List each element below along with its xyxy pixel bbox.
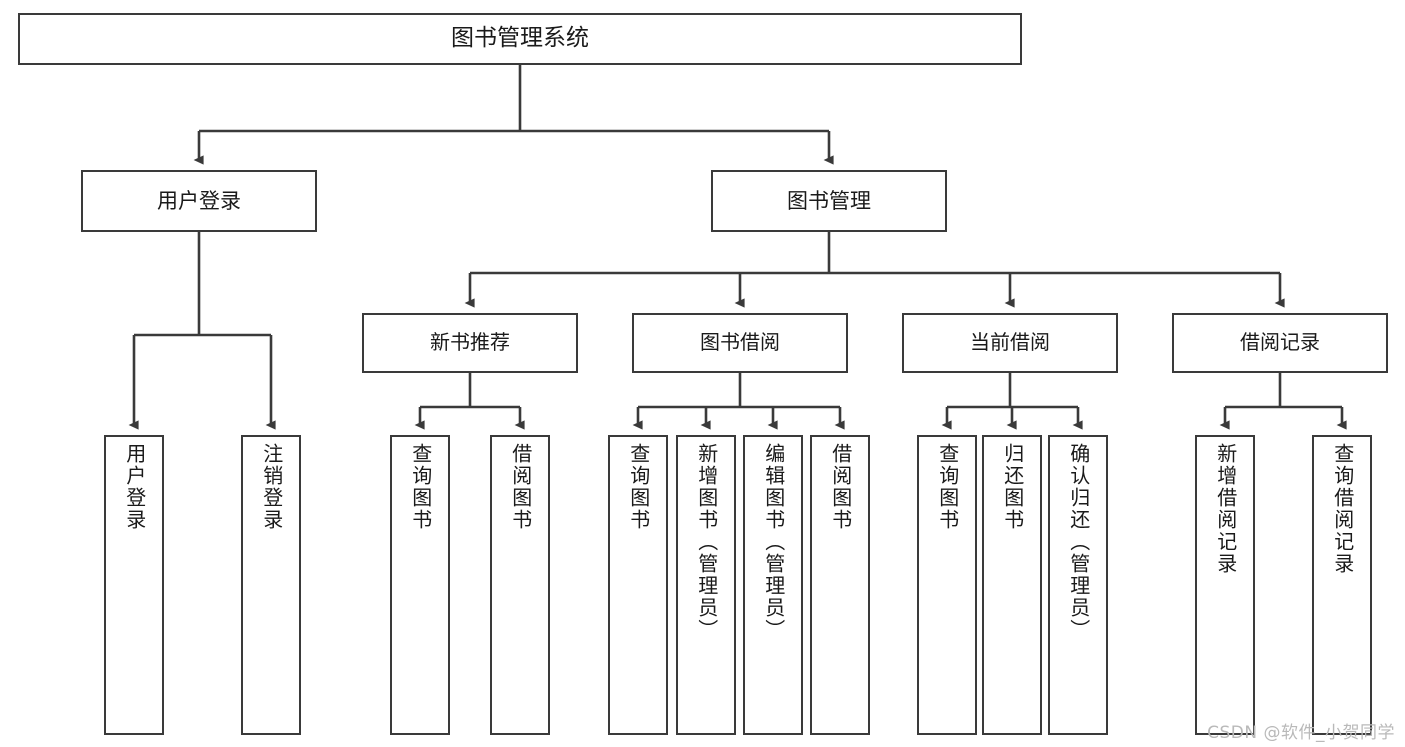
node-label: 新增借阅记录 <box>1213 443 1238 575</box>
node-current-borrow[interactable]: 当前借阅 <box>902 313 1118 373</box>
node-label: 编辑图书（管理员） <box>761 443 786 641</box>
node-label: 用户登录 <box>122 443 147 531</box>
node-label: 图书借阅 <box>700 330 780 355</box>
node-label: 查询图书 <box>935 443 960 531</box>
node-label: 查询图书 <box>626 443 651 531</box>
leaf-borrow-book[interactable]: 借阅图书 <box>810 435 870 735</box>
node-new-book-recommend[interactable]: 新书推荐 <box>362 313 578 373</box>
node-label: 用户登录 <box>157 188 241 213</box>
leaf-edit-book-admin[interactable]: 编辑图书（管理员） <box>743 435 803 735</box>
csdn-watermark: CSDN @软件_小贺同学 <box>1207 723 1395 743</box>
node-label: 查询借阅记录 <box>1330 443 1355 575</box>
node-label: 新增图书（管理员） <box>694 443 719 641</box>
node-label: 借阅图书 <box>508 443 533 531</box>
node-label: 图书管理 <box>787 188 871 213</box>
node-root-system[interactable]: 图书管理系统 <box>18 13 1022 65</box>
node-label: 借阅记录 <box>1240 330 1320 355</box>
node-user-login[interactable]: 用户登录 <box>81 170 317 232</box>
node-book-management[interactable]: 图书管理 <box>711 170 947 232</box>
leaf-recommend-borrow-book[interactable]: 借阅图书 <box>490 435 550 735</box>
leaf-logout[interactable]: 注销登录 <box>241 435 301 735</box>
node-label: 注销登录 <box>259 443 284 531</box>
node-borrow-record[interactable]: 借阅记录 <box>1172 313 1388 373</box>
leaf-query-borrow-record[interactable]: 查询借阅记录 <box>1312 435 1372 735</box>
leaf-current-query-book[interactable]: 查询图书 <box>917 435 977 735</box>
node-label: 当前借阅 <box>970 330 1050 355</box>
node-label: 新书推荐 <box>430 330 510 355</box>
leaf-user-login[interactable]: 用户登录 <box>104 435 164 735</box>
node-book-borrow[interactable]: 图书借阅 <box>632 313 848 373</box>
leaf-add-borrow-record[interactable]: 新增借阅记录 <box>1195 435 1255 735</box>
leaf-add-book-admin[interactable]: 新增图书（管理员） <box>676 435 736 735</box>
leaf-recommend-query-book[interactable]: 查询图书 <box>390 435 450 735</box>
node-label: 归还图书 <box>1000 443 1025 531</box>
node-label: 借阅图书 <box>828 443 853 531</box>
node-label: 图书管理系统 <box>451 25 589 52</box>
node-label: 查询图书 <box>408 443 433 531</box>
leaf-confirm-return-admin[interactable]: 确认归还（管理员） <box>1048 435 1108 735</box>
leaf-borrow-query-book[interactable]: 查询图书 <box>608 435 668 735</box>
leaf-return-book[interactable]: 归还图书 <box>982 435 1042 735</box>
node-label: 确认归还（管理员） <box>1066 443 1091 641</box>
